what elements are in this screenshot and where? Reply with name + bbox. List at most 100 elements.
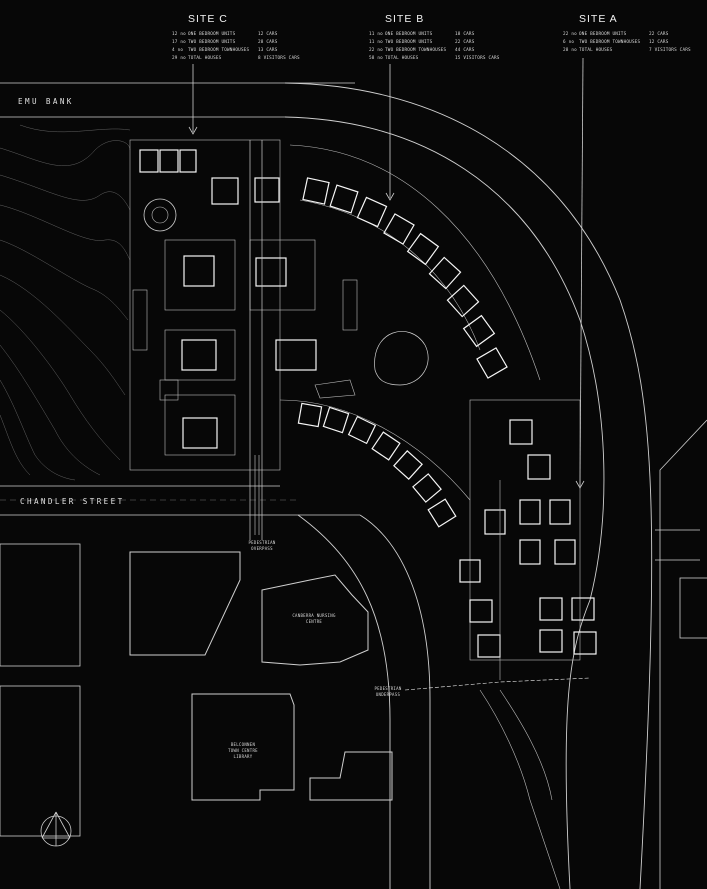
site-c-row-4-qty: 29 no <box>172 55 186 61</box>
site-b-layout <box>279 144 541 528</box>
site-b-row-4-desc: TOTAL HOUSES <box>385 55 419 61</box>
road-network <box>0 82 707 889</box>
site-a-heading: SITE A <box>579 13 618 25</box>
site-c-arrowhead <box>188 126 198 135</box>
site-a-row-2-qty: 6 no <box>563 39 574 45</box>
site-a-row-3-qty: 28 no <box>563 47 577 53</box>
southern-road-west-edge <box>359 514 431 889</box>
west-block-south <box>0 685 81 837</box>
site-c-unit-5 <box>254 177 280 203</box>
site-b-schedule: SITE B 11 no ONE BEDROOM UNITS 18 CARS 1… <box>369 13 500 61</box>
site-c-layout <box>129 139 358 540</box>
site-a-row-3-desc: TOTAL HOUSES <box>579 47 613 53</box>
site-c-unit-10 <box>182 417 218 449</box>
west-block-north <box>0 543 81 667</box>
site-c-schedule: SITE C 12 no ONE BEDROOM UNITS 12 CARS 1… <box>172 13 300 61</box>
underpass-route <box>404 677 591 691</box>
site-b-unit-11 <box>322 406 350 434</box>
library-label-2: TOWN CENTRE <box>228 748 258 753</box>
site-c-row-2-qty: 17 no <box>172 39 186 45</box>
site-a-row-2-cars: 12 CARS <box>649 39 669 45</box>
site-c-roundabout-island <box>151 206 169 224</box>
site-b-unit-16 <box>427 498 457 528</box>
north-civic-block <box>129 551 241 656</box>
site-b-unit-3 <box>356 196 388 228</box>
site-a-row-1-desc: ONE BEDROOM UNITS <box>579 31 627 37</box>
site-a-boundary <box>469 399 581 661</box>
underpass-label-1: PEDESTRIAN <box>374 686 401 691</box>
east-building <box>679 577 707 639</box>
site-a-schedule: SITE A 22 no ONE BEDROOM UNITS 22 CARS 6… <box>563 13 691 53</box>
library-annex-building <box>309 751 393 801</box>
overpass-label-2: OVERPASS <box>251 546 273 551</box>
site-a-unit-5 <box>549 499 571 525</box>
site-c-unit-2 <box>159 149 179 173</box>
site-b-row-4-cars: 15 VISITORS CARS <box>455 55 500 61</box>
site-a-row-3-cars: 7 VISITORS CARS <box>649 47 691 53</box>
site-b-row-4-qty: 58 no <box>369 55 383 61</box>
pedestrian-links: PEDESTRIAN OVERPASS PEDESTRIAN UNDERPASS <box>248 455 591 889</box>
site-b-inner-lane <box>279 399 471 501</box>
chandler-street-label: CHANDLER STREET <box>20 497 125 506</box>
site-b-unit-6 <box>428 256 462 290</box>
site-b-rear-lane <box>299 199 481 351</box>
site-a-unit-9 <box>469 599 493 623</box>
site-c-unit-9 <box>275 339 317 371</box>
north-arrow-icon <box>40 811 72 847</box>
north-arrow-pointer <box>41 811 71 846</box>
site-b-unit-7 <box>446 284 480 318</box>
site-a-unit-2 <box>527 454 551 480</box>
site-c-carport-2 <box>159 379 179 401</box>
site-c-row-4-desc: TOTAL HOUSES <box>188 55 222 61</box>
site-c-courtyard-1 <box>164 239 236 311</box>
site-c-courtyard-3 <box>164 394 236 456</box>
contour-7 <box>0 344 101 476</box>
site-b-row-1-desc: ONE BEDROOM UNITS <box>385 31 433 37</box>
site-b-heading: SITE B <box>385 13 424 25</box>
site-a-unit-11 <box>571 597 595 621</box>
site-a-unit-3 <box>484 509 506 535</box>
site-c-unit-1 <box>139 149 159 173</box>
site-a-pointer <box>579 57 584 487</box>
site-a-unit-6 <box>519 539 541 565</box>
nursing-centre-label-2: CENTRE <box>306 619 323 624</box>
site-b-unit-1 <box>302 177 330 205</box>
site-c-carport-3 <box>342 279 358 331</box>
site-c-row-1-qty: 12 no <box>172 31 186 37</box>
emu-bank-label: EMU BANK <box>18 97 74 106</box>
contour-4 <box>0 239 129 321</box>
southern-road-centre-edge <box>297 514 391 889</box>
site-b-unit-14 <box>393 450 423 480</box>
southern-road-east-edge <box>565 599 591 889</box>
site-b-unit-2 <box>329 184 359 214</box>
contour-9 <box>0 414 31 476</box>
site-b-row-1-qty: 11 no <box>369 31 383 37</box>
civic-buildings: CANBERRA NURSING CENTRE BELCONNEN TOWN C… <box>129 551 393 801</box>
site-a-row-1-cars: 22 CARS <box>649 31 669 37</box>
site-b-unit-8 <box>462 314 496 348</box>
site-c-boundary <box>129 139 281 471</box>
site-b-row-3-cars: 44 CARS <box>455 47 475 53</box>
site-b-row-2-qty: 11 no <box>369 39 383 45</box>
site-c-row-1-cars: 12 CARS <box>258 31 278 37</box>
site-c-row-3-desc: TWO BEDROOM TOWNHOUSES <box>188 47 250 53</box>
site-c-row-4-cars: 8 VISITORS CARS <box>258 55 300 61</box>
contour-2 <box>0 174 131 211</box>
underpass-label-2: UNDERPASS <box>376 692 401 697</box>
site-b-row-3-desc: TWO BEDROOM TOWNHOUSES <box>385 47 447 53</box>
site-c-courtyard-2 <box>164 329 236 381</box>
site-c-unit-8 <box>181 339 217 371</box>
site-b-unit-12 <box>347 415 377 445</box>
site-b-unit-4 <box>383 213 415 245</box>
site-pointers <box>188 57 585 489</box>
site-c-unit-4 <box>211 177 239 205</box>
site-b-garden <box>374 331 429 386</box>
site-b-row-3-qty: 22 no <box>369 47 383 53</box>
site-c-row-3-cars: 13 CARS <box>258 47 278 53</box>
creek-line-1 <box>479 689 561 889</box>
site-c-courtyard-4 <box>249 239 316 311</box>
overpass-label-1: PEDESTRIAN <box>248 540 275 545</box>
site-b-row-2-cars: 22 CARS <box>455 39 475 45</box>
contour-8 <box>0 379 76 481</box>
site-c-roundabout <box>143 198 177 232</box>
